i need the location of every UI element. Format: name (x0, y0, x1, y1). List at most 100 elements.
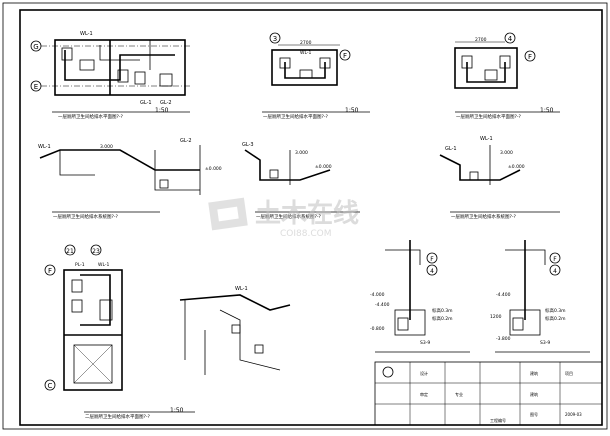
watermark-text: 土木在线 (255, 199, 359, 229)
system-pipe (439, 154, 521, 181)
callout-label: F (553, 256, 557, 263)
pipe-label: GL-2 (180, 138, 192, 144)
axis-bubble-c (44, 379, 56, 391)
elevation-text: 3.000 (100, 144, 113, 150)
elevation-text: -4.000 (370, 292, 385, 298)
callout-f (549, 252, 561, 264)
dimension-text: 2700 (475, 37, 487, 43)
outer-border (2, 2, 608, 430)
fixture-symbol (159, 179, 169, 189)
axis-label: 21 (66, 248, 74, 255)
pipe-label: GL-1 (445, 146, 457, 152)
toilet-fixture (71, 279, 83, 293)
panel-detail-2: F 4 -4.400 1200 -3.800 标高0.3m 标高0.2m S3-… (490, 240, 590, 353)
sink-fixture (484, 69, 498, 81)
axis-label: 23 (92, 248, 100, 255)
watermark-logo-icon (208, 197, 248, 231)
elevation-text: ±0.000 (508, 164, 525, 170)
detail-box (394, 309, 426, 336)
leader-line (385, 249, 421, 265)
dimension-text: 2700 (300, 40, 312, 46)
tb-cell: 审定 (420, 391, 428, 397)
panel-scale: 1:50 (345, 107, 359, 114)
pipe-label: WL-1 (300, 50, 312, 56)
panel-scale: 1:50 (155, 107, 169, 114)
water-pipe (284, 62, 326, 79)
room-walls (63, 269, 123, 391)
company-logo-icon (382, 366, 394, 378)
ref-text: S3-9 (420, 340, 430, 346)
fixture-symbol (397, 317, 409, 331)
axis-bubble-21 (64, 244, 76, 256)
sink-fixture (79, 59, 95, 71)
elevation-text: -4.400 (375, 302, 390, 308)
pipe-label: WL-1 (38, 144, 51, 150)
water-pipe (466, 62, 506, 83)
system-pipe (39, 149, 200, 171)
elevation-text: 3.000 (500, 150, 513, 156)
axis-bubble-4 (504, 32, 516, 44)
panel-title: 一层厕所卫生间给排水平面图?-? (263, 113, 329, 120)
callout-label: 4 (553, 268, 557, 275)
cross-hatch (73, 344, 113, 384)
callout-label: 4 (430, 268, 434, 275)
axis-label: 3 (273, 35, 277, 43)
pipe-label: WL-1 (235, 286, 248, 292)
callout-f (426, 252, 438, 264)
tb-cell: 建筑 (530, 391, 538, 397)
pipe-label: PL-1 (75, 262, 85, 268)
fixture-symbol (254, 344, 264, 354)
panel-detail-1: F 4 -4.000 -4.400 -0.800 标高0.3m 标高0.2m S… (370, 240, 470, 353)
water-pipe (64, 50, 175, 81)
room-walls (54, 39, 186, 96)
axis-label: 4 (508, 35, 513, 43)
axis-bubble-23 (90, 244, 102, 256)
axis-label: E (34, 83, 38, 91)
pipe-label: GL-2 (160, 100, 172, 106)
water-pipe (80, 274, 111, 326)
sink-fixture (299, 69, 313, 79)
branch-pipe (59, 150, 95, 176)
panel-system-1: WL-1 GL-2 3.000 ±0.000 一层厕所卫生间给排水系统图?-? (38, 138, 222, 220)
elevation-text: -0.800 (370, 326, 385, 332)
branch-pipe (219, 309, 281, 371)
panel-title: 一层厕所卫生间给排水系统图?-? (256, 213, 322, 220)
panel-title: 一层厕所卫生间给排水平面图?-? (58, 113, 124, 120)
panel-scale: 1:50 (540, 107, 554, 114)
urinal-fixture (159, 73, 173, 87)
callout-4 (426, 264, 438, 276)
tb-cell: 建筑 (530, 370, 538, 376)
spec-text: 标高0.3m (432, 307, 453, 314)
detail-box (509, 309, 541, 336)
panel-title: 一层厕所卫生间给排水平面图?-? (456, 113, 522, 120)
panel-plan-2: 3 F 2700 WL-1 一层厕所卫生间给排水平面图?-? 1:50 (262, 32, 370, 120)
elevation-text: ±0.000 (205, 166, 222, 172)
fixture-symbol (231, 324, 241, 334)
inner-frame (19, 9, 603, 426)
panel-title: 一层厕所卫生间给排水系统图?-? (53, 213, 119, 220)
pipe-label: GL-3 (242, 142, 254, 148)
elevation-text: ±0.000 (315, 164, 332, 170)
fixture-symbol (512, 317, 524, 331)
toilet-fixture (117, 69, 129, 83)
leader-line (505, 249, 546, 265)
callout-4 (549, 264, 561, 276)
axis-label: F (343, 52, 347, 60)
panel-system-3: GL-1 WL-1 3.000 ±0.000 一层厕所卫生间给排水系统图?-? (439, 136, 560, 220)
panel-title: 二层厕所卫生间给排水平面图?-? (85, 413, 151, 420)
panel-plan-3: 4 F 2700 一层厕所卫生间给排水平面图?-? 1:50 (454, 32, 560, 120)
tb-cell: 图号 (530, 411, 538, 417)
callout-label: F (430, 256, 434, 263)
axis-label: F (528, 53, 532, 61)
fixture-symbol (469, 171, 479, 181)
axis-label: G (33, 43, 38, 51)
spec-text: 标高0.2m (545, 315, 566, 322)
pipe-label: WL-1 (480, 136, 493, 142)
watermark: 土木在线 COI88.COM (208, 197, 359, 239)
spec-text: 标高0.2m (432, 315, 453, 322)
panel-title: 一层厕所卫生间给排水系统图?-? (451, 213, 517, 220)
toilet-fixture (71, 299, 83, 313)
axis-bubble-f (524, 50, 536, 62)
system-pipe (244, 149, 331, 181)
